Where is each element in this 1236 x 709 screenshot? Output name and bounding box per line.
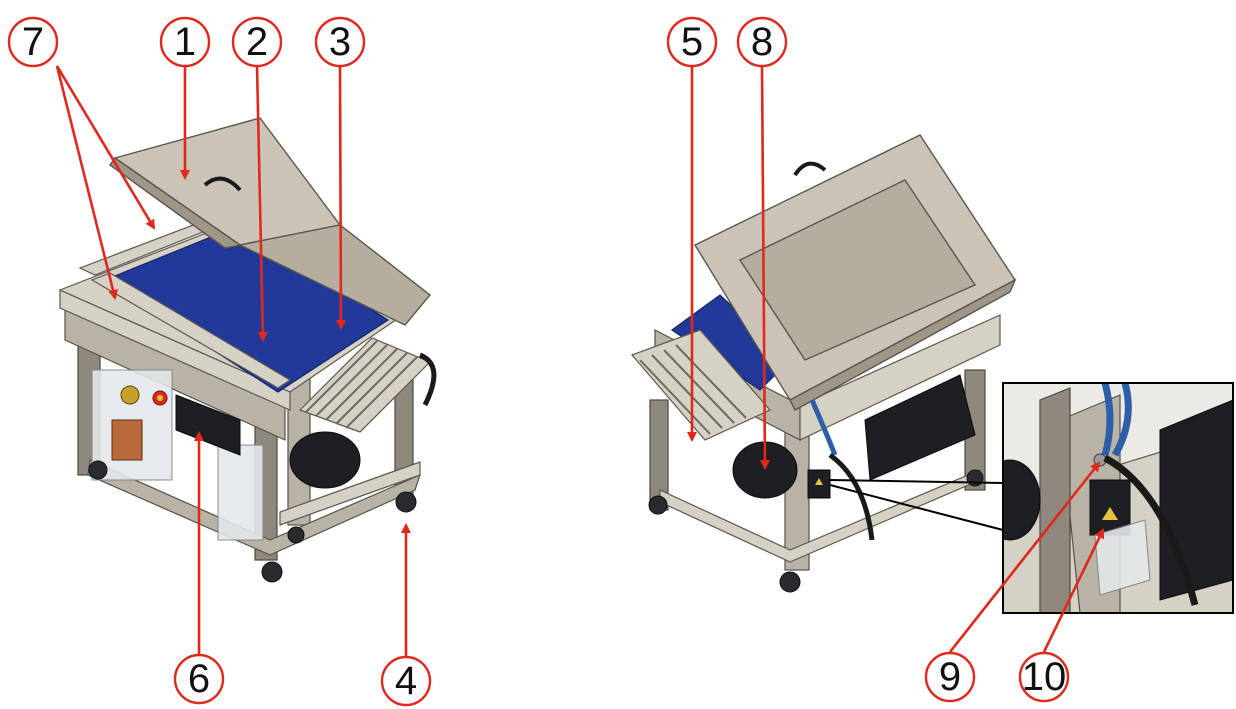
callout-8: 8 [736, 16, 788, 68]
svg-text:1: 1 [174, 20, 196, 64]
svg-text:2: 2 [246, 20, 268, 64]
machine-rear-view [630, 134, 1017, 593]
callout-1: 1 [159, 16, 211, 68]
connection-detail-inset [1002, 382, 1234, 614]
cooling-rack [298, 337, 432, 433]
svg-text:9: 9 [939, 655, 961, 699]
callout-4: 4 [380, 655, 432, 707]
castor-wheel [395, 491, 417, 513]
svg-text:10: 10 [1022, 655, 1067, 699]
callout-3: 3 [314, 16, 366, 68]
callout-9: 9 [924, 651, 976, 703]
svg-text:4: 4 [395, 659, 417, 703]
svg-text:5: 5 [681, 20, 703, 64]
svg-text:3: 3 [329, 20, 351, 64]
control-panel [175, 394, 241, 456]
svg-text:8: 8 [751, 20, 773, 64]
callout-2: 2 [231, 16, 283, 68]
callout-arrows [55, 65, 1105, 658]
cooling-rack-rear [630, 329, 771, 441]
callout-7: 7 [7, 16, 59, 68]
svg-text:6: 6 [188, 657, 210, 701]
callout-5: 5 [666, 16, 718, 68]
callout-10: 10 [1018, 651, 1070, 703]
svg-text:7: 7 [22, 20, 44, 64]
callout-6: 6 [173, 653, 225, 705]
machine-front-view [58, 117, 437, 583]
